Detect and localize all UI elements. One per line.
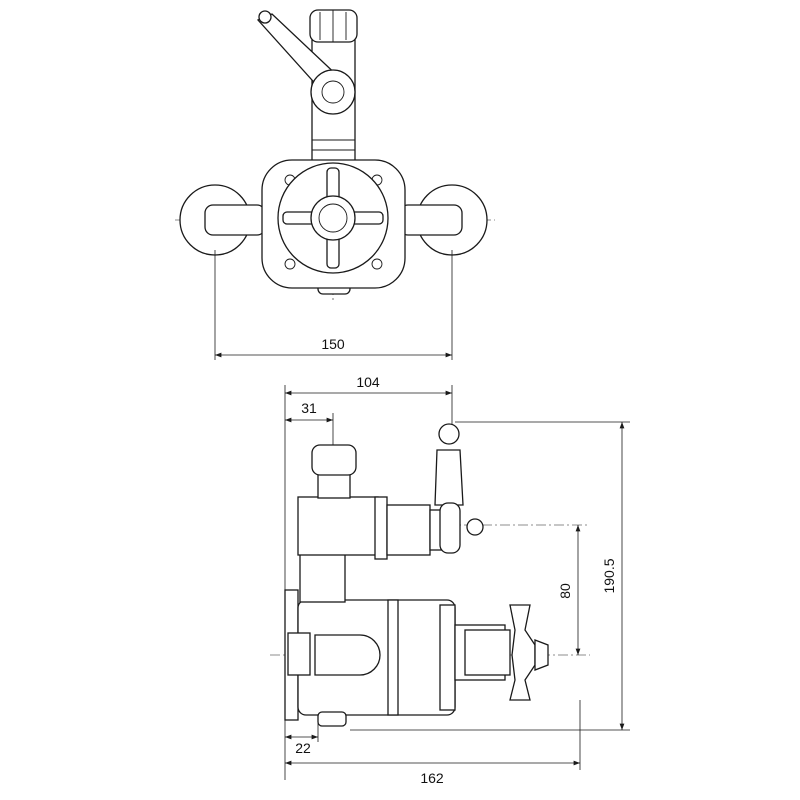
cross-handle-side (509, 604, 536, 701)
lever-hub (310, 69, 356, 115)
dimension-150: 150 (321, 336, 345, 352)
dimension-31: 31 (301, 400, 317, 416)
dimension-190-5: 190.5 (601, 558, 617, 593)
front-view: 150 (175, 9, 495, 360)
lever-side (434, 449, 464, 506)
left-escutcheon (179, 184, 266, 256)
upper-body (297, 496, 379, 556)
inlet-nut (287, 632, 311, 676)
vertical-pipe (299, 551, 346, 603)
top-nut (309, 9, 358, 43)
side-top-nut (311, 444, 357, 476)
dimension-22: 22 (295, 740, 311, 756)
dimension-104: 104 (356, 374, 380, 390)
dimension-80: 80 (557, 583, 573, 599)
side-view: 104 31 190.5 80 22 162 (270, 374, 630, 786)
dimension-162: 162 (420, 770, 444, 786)
right-escutcheon (399, 184, 488, 256)
